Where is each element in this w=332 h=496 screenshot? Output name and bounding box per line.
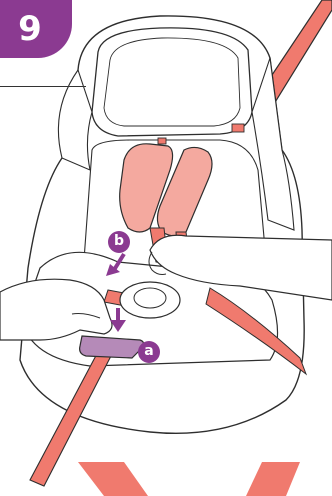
callout-a-badge: a <box>138 341 160 363</box>
bottom-belt-right <box>246 462 300 496</box>
bottom-belt-left <box>78 462 148 496</box>
adjuster-button <box>80 336 144 358</box>
callout-b-badge: b <box>108 231 130 253</box>
headrest <box>92 28 252 136</box>
panel-divider <box>0 86 86 87</box>
